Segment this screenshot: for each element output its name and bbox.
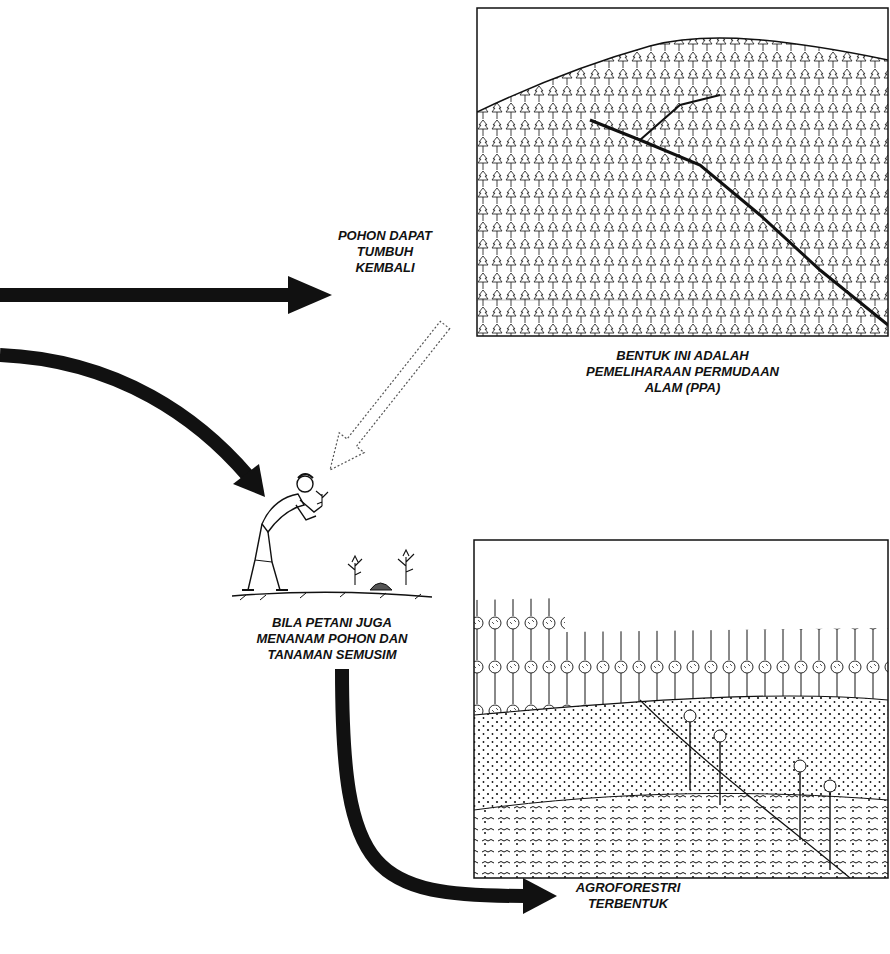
arrow-label: POHON DAPAT TUMBUH KEMBALI bbox=[329, 228, 441, 276]
picture-frame bbox=[477, 8, 888, 336]
arrow-shaft bbox=[342, 669, 525, 896]
node-caption: BILA PETANI JUGA MENANAM POHON DAN TANAM… bbox=[243, 615, 421, 663]
arrow bbox=[0, 276, 332, 497]
picture-node: BENTUK INI ADALAH PEMELIHARAAN PERMUDAAN… bbox=[477, 8, 888, 396]
arrow-head bbox=[523, 878, 557, 914]
farmer-figure bbox=[232, 474, 432, 600]
dotted-arrow bbox=[330, 321, 450, 470]
end-node: AGROFORESTRI TERBENTUK bbox=[563, 880, 693, 912]
forest-picture bbox=[477, 38, 888, 336]
agroforestry-picture bbox=[474, 598, 888, 878]
curved-arrow bbox=[342, 669, 557, 914]
node-caption: BENTUK INI ADALAH PEMELIHARAAN PERMUDAAN… bbox=[567, 348, 799, 396]
picture-frame bbox=[474, 540, 888, 878]
node-caption: AGROFORESTRI TERBENTUK bbox=[563, 880, 693, 912]
figure-node: BILA PETANI JUGA MENANAM POHON DAN TANAM… bbox=[232, 470, 432, 663]
